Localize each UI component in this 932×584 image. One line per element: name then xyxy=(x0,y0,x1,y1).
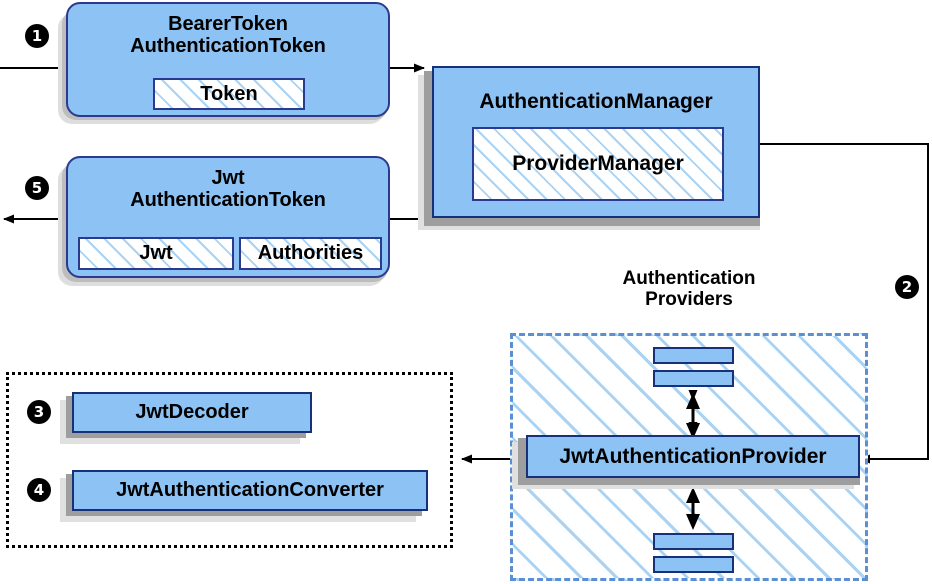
step-marker-3: 3 xyxy=(27,400,51,424)
jwt-token-slot-authorities-label: Authorities xyxy=(257,242,364,264)
step-marker-1-number: 1 xyxy=(31,26,43,45)
provider-placeholder-bar-4 xyxy=(653,556,734,573)
bearer-token-box[interactable]: BearerToken AuthenticationToken Token xyxy=(66,2,390,117)
bearer-token-title-line2: AuthenticationToken xyxy=(130,35,326,58)
jwt-decoder-label: JwtDecoder xyxy=(135,401,249,423)
step-marker-5-number: 5 xyxy=(31,178,43,197)
providers-caption-line1: Authentication xyxy=(622,268,756,289)
provider-placeholder-bar-1 xyxy=(653,347,734,364)
jwt-token-slot-jwt-label: Jwt xyxy=(139,242,173,264)
jwt-auth-provider-box[interactable]: JwtAuthenticationProvider xyxy=(526,435,860,478)
jwt-token-title-line2: AuthenticationToken xyxy=(130,189,326,212)
jwt-converter-box[interactable]: JwtAuthenticationConverter xyxy=(72,470,428,511)
step-marker-4-number: 4 xyxy=(33,480,45,499)
step-marker-5: 5 xyxy=(25,176,49,200)
step-marker-4: 4 xyxy=(27,478,51,502)
arrow-provider-up-down-top xyxy=(686,390,700,439)
provider-manager-label: ProviderManager xyxy=(512,152,684,175)
bearer-token-title: BearerToken AuthenticationToken xyxy=(68,13,388,58)
jwt-auth-provider-label: JwtAuthenticationProvider xyxy=(559,444,827,468)
bearer-token-title-line1: BearerToken xyxy=(168,13,288,35)
authentication-manager-box[interactable]: AuthenticationManager ProviderManager xyxy=(432,66,760,218)
step-marker-2-number: 2 xyxy=(901,277,913,296)
bearer-token-slot-token[interactable]: Token xyxy=(153,78,305,110)
provider-manager-slot[interactable]: ProviderManager xyxy=(472,127,724,201)
jwt-token-slot-jwt[interactable]: Jwt xyxy=(78,237,234,270)
providers-caption-line2: Providers xyxy=(645,289,733,311)
authentication-manager-title: AuthenticationManager xyxy=(479,90,713,113)
jwt-converter-label: JwtAuthenticationConverter xyxy=(116,479,384,501)
authentication-providers-caption: Authentication Providers xyxy=(565,268,813,311)
arrow-provider-up-down-bottom xyxy=(686,487,700,530)
provider-placeholder-bar-3 xyxy=(653,533,734,550)
jwt-token-title: Jwt AuthenticationToken xyxy=(68,167,388,212)
step-marker-2: 2 xyxy=(895,275,919,299)
jwt-token-title-line1: Jwt xyxy=(211,167,245,189)
jwt-decoder-box[interactable]: JwtDecoder xyxy=(72,392,312,433)
provider-placeholder-bar-2 xyxy=(653,370,734,387)
jwt-token-box[interactable]: Jwt AuthenticationToken Jwt Authorities xyxy=(66,156,390,278)
step-marker-3-number: 3 xyxy=(33,402,45,421)
jwt-support-region xyxy=(6,372,453,548)
bearer-token-slot-label: Token xyxy=(200,82,258,105)
jwt-token-slot-authorities[interactable]: Authorities xyxy=(239,237,382,270)
arrow-manager-to-provider xyxy=(760,143,929,464)
step-marker-1: 1 xyxy=(25,24,49,48)
